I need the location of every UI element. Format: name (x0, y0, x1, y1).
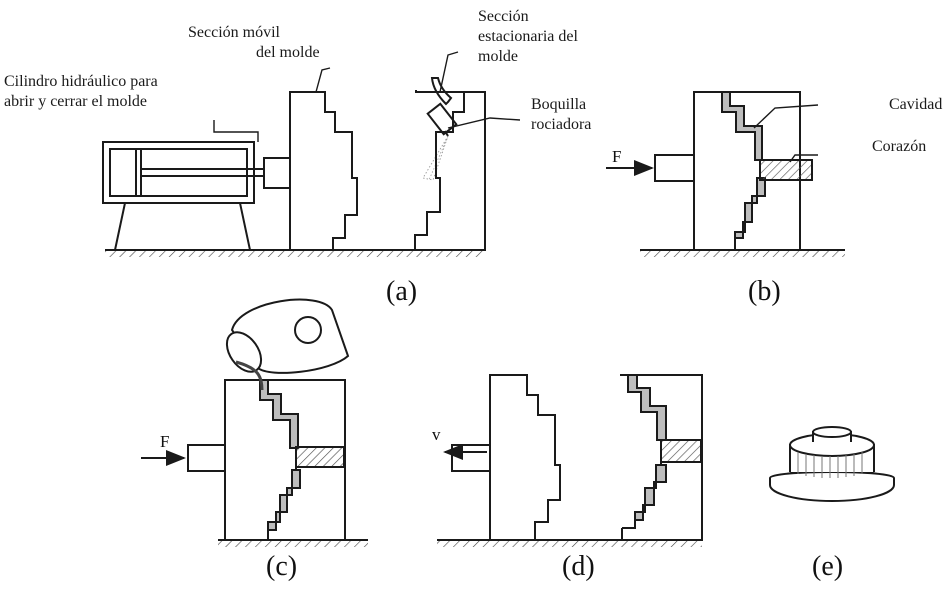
label-stationary-line3: molde (478, 47, 518, 66)
label-cylinder-line1: Cilindro hidráulico para (4, 72, 158, 91)
movable-mold-section (264, 92, 357, 250)
label-stationary-line1: Sección (478, 7, 529, 26)
stationary-mold-section (415, 90, 485, 250)
panel-label-d: (d) (562, 551, 595, 583)
panel-b-drawing (640, 92, 845, 257)
label-nozzle-line1: Boquilla (531, 95, 586, 114)
ladle (220, 300, 348, 390)
panel-a-drawing (103, 78, 485, 257)
panel-label-e: (e) (812, 551, 843, 583)
label-force-b: F (612, 147, 621, 167)
panel-label-a: (a) (386, 276, 417, 308)
label-force-c: F (160, 432, 169, 452)
panel-label-b: (b) (748, 276, 781, 308)
label-movable-line1: Sección móvil (188, 23, 280, 42)
label-cylinder-line2: abrir y cerrar el molde (4, 92, 147, 111)
label-nozzle-line2: rociadora (531, 115, 591, 134)
spray-nozzle (423, 78, 456, 180)
label-velocity-d: v (432, 425, 441, 445)
panel-label-c: (c) (266, 551, 297, 583)
panel-d-drawing (437, 375, 702, 547)
label-cavity: Cavidad (889, 95, 942, 114)
label-stationary-line2: estacionaria del (478, 27, 578, 46)
label-core: Corazón (872, 137, 926, 156)
panel-e-casting (770, 427, 894, 501)
panel-c-drawing (188, 300, 368, 547)
hydraulic-cylinder (103, 142, 264, 203)
label-movable-line2: del molde (256, 43, 320, 62)
